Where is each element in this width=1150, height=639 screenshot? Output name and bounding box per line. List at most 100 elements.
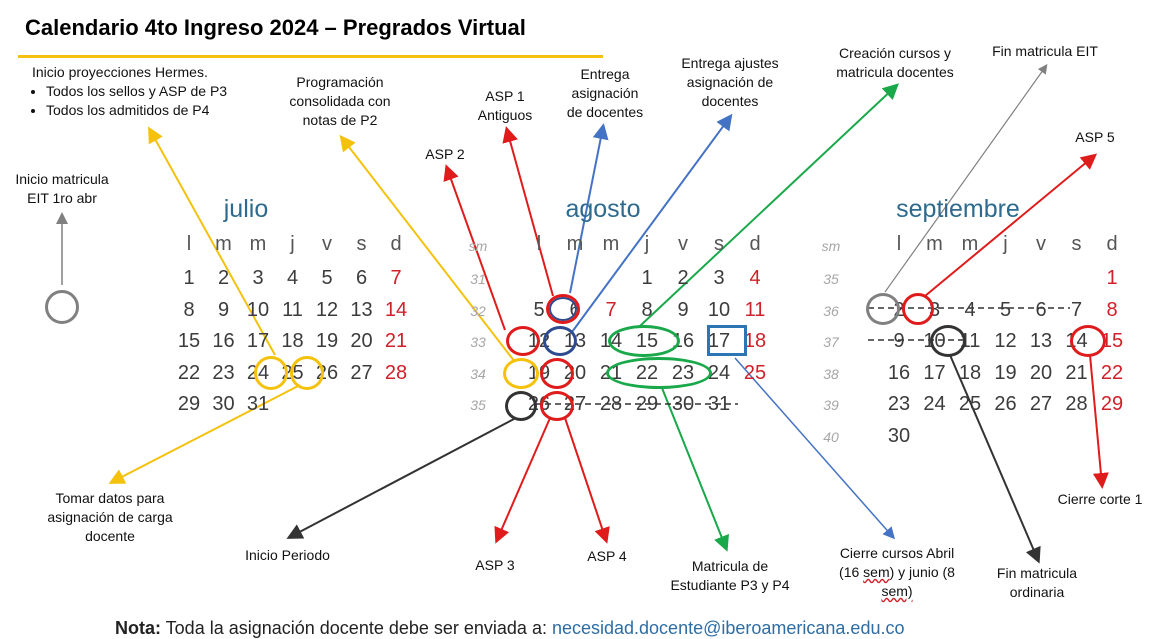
weekday-header: j	[290, 233, 295, 255]
day-cell: 18	[281, 330, 304, 352]
label-cierre-cursos-2: (16 sem) y junio (8	[817, 563, 977, 582]
day-cell: 22	[177, 361, 201, 384]
label-fin-ordinaria-1: Fin matricula	[996, 565, 1078, 581]
weekday-header: m	[961, 233, 979, 255]
label-ajustes-1: Entrega ajustes	[681, 55, 779, 71]
label-cierre-cursos-1: Cierre cursos Abril	[839, 545, 955, 561]
week-number: 35	[823, 271, 839, 287]
title-underline	[18, 55, 603, 58]
note-text: Toda la asignación docente debe ser envi…	[161, 618, 552, 638]
arrow-programacion	[339, 134, 516, 363]
day-cell: 19	[994, 361, 1017, 384]
weekday-header: s	[714, 233, 724, 255]
day-cell: 25	[743, 361, 767, 384]
week-number: 31	[470, 271, 486, 287]
day-cell: 29	[635, 393, 659, 415]
note-email-link[interactable]: necesidad.docente@iberoamericana.edu.co	[551, 618, 905, 638]
week-number: 36	[823, 302, 839, 319]
day-cell: 13	[1029, 330, 1053, 352]
label-hermes-title: Inicio proyecciones Hermes.	[32, 64, 208, 80]
label-creacion-2: matricula docentes	[836, 64, 954, 80]
day-cell: 3	[928, 298, 941, 321]
day-cell: 30	[671, 393, 695, 415]
weekday-header: s	[356, 233, 367, 255]
day-cell: 30	[887, 424, 911, 447]
day-cell: 27	[1029, 393, 1053, 415]
week-header-1: sm	[468, 238, 488, 254]
day-cell: 17	[246, 330, 270, 352]
day-cell: 8	[183, 298, 195, 321]
day-cell: 7	[1070, 298, 1083, 321]
marker-ago-13	[543, 326, 577, 356]
weekday-header: m	[926, 233, 943, 255]
label-tomar-3: docente	[85, 528, 135, 544]
day-cell: 9	[893, 330, 905, 352]
label-asp1-1: ASP 1	[485, 88, 525, 104]
label-cierre-cursos-2c: ) y junio (8	[889, 564, 955, 580]
label-inicio-eit-1: Inicio matricula	[15, 171, 109, 187]
week-number: 35	[470, 397, 486, 413]
weekday-header: d	[1106, 233, 1118, 255]
arrow-creacion	[639, 83, 899, 327]
marker-sep-15	[1070, 325, 1106, 357]
day-cell: 20	[350, 330, 373, 352]
day-cell: 28	[1065, 393, 1088, 415]
weekday-header: s	[1071, 233, 1082, 255]
arrow-cierre-corte	[1089, 354, 1109, 489]
day-cell: 6	[355, 267, 368, 289]
footer-note: Nota: Toda la asignación docente debe se…	[115, 618, 904, 639]
marker-sep-2	[866, 293, 900, 325]
label-matricula-2: Estudiante P3 y P4	[670, 577, 790, 593]
arrow-ajustes	[571, 113, 733, 333]
label-programacion-2: consolidada con	[289, 93, 391, 109]
day-cell: 28	[384, 361, 408, 384]
label-inicio-eit: Inicio matricula EIT 1ro abr	[0, 170, 124, 208]
marker-jul-25	[254, 356, 288, 390]
week-number: 38	[823, 365, 839, 382]
day-cell: 17	[707, 330, 731, 352]
day-cell: 13	[350, 298, 373, 321]
arrow-tomar-datos	[108, 384, 301, 484]
label-programacion-3: notas de P2	[302, 112, 378, 128]
marker-ago-12	[506, 326, 540, 356]
label-hermes-bullet-2: Todos los admitidos de P4	[46, 101, 278, 120]
label-asp4: ASP 4	[587, 548, 627, 564]
arrow-matricula-est	[661, 387, 729, 552]
day-cell: 19	[315, 330, 339, 352]
marker-sep-3	[902, 293, 934, 325]
label-fin-eit: Fin matricula EIT	[992, 43, 1098, 59]
weekday-header: v	[322, 233, 332, 255]
label-matricula-1: Matricula de	[691, 558, 769, 574]
weekday-header: l	[536, 233, 542, 255]
arrow-inicio-periodo	[286, 418, 515, 539]
day-cell: 12	[994, 330, 1017, 352]
day-cell: 2	[677, 267, 689, 289]
month-title-1: agosto	[565, 195, 641, 223]
day-cell: 31	[707, 393, 731, 415]
day-cell: 5	[321, 267, 333, 289]
label-cierre-cursos-3: sem)	[817, 582, 977, 601]
label-tomar-1: Tomar datos para	[55, 490, 165, 506]
weekday-header: l	[186, 233, 192, 255]
weekday-header: d	[749, 233, 761, 255]
weekday-header: m	[215, 233, 232, 255]
label-tomar-datos: Tomar datos para asignación de carga doc…	[30, 489, 190, 546]
marker-ago-26	[505, 391, 537, 421]
day-cell: 23	[212, 361, 235, 384]
marker-ago-19	[503, 358, 539, 389]
day-cell: 24	[707, 361, 731, 384]
day-cell: 4	[286, 267, 299, 289]
day-cell: 16	[212, 330, 235, 352]
day-cell: 5	[999, 298, 1012, 321]
month-title-2: septiembre	[896, 195, 1020, 223]
day-cell: 8	[641, 298, 653, 321]
week-number: 32	[470, 302, 486, 319]
day-cell: 18	[958, 361, 982, 384]
note-label: Nota:	[115, 618, 161, 638]
day-cell: 26	[994, 393, 1017, 415]
day-cell: 15	[177, 330, 201, 352]
label-inicio-eit-2: EIT 1ro abr	[27, 190, 97, 206]
day-cell: 3	[713, 267, 725, 289]
page-title: Calendario 4to Ingreso 2024 – Pregrados …	[25, 15, 526, 40]
